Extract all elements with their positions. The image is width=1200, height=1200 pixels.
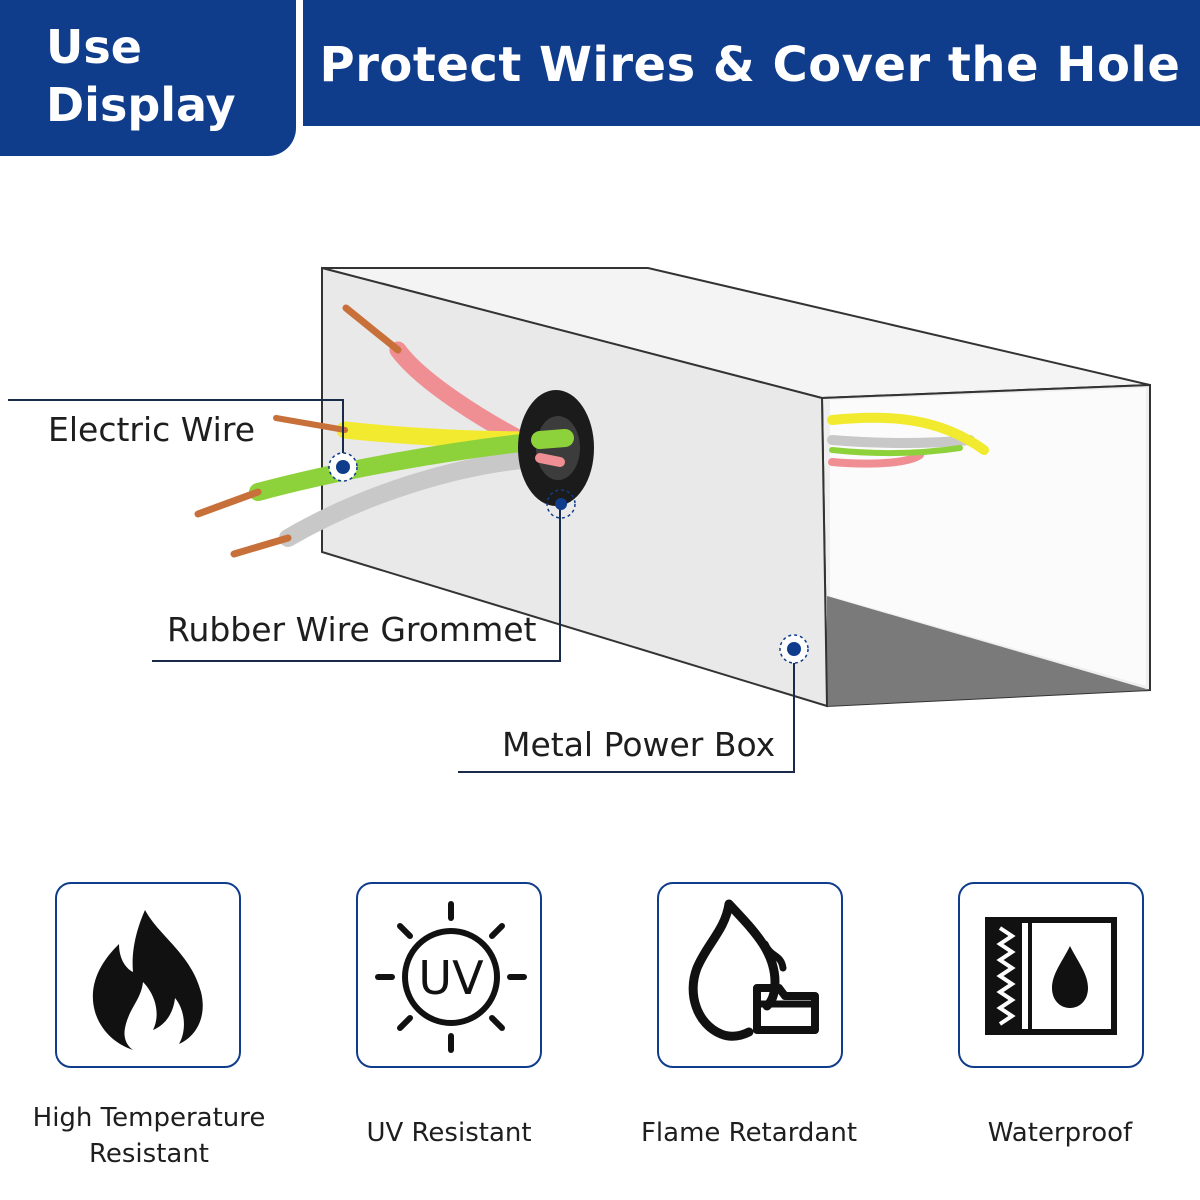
header-tab: Use Display — [0, 0, 296, 156]
feature-label-line1: High Temperature — [32, 1103, 266, 1133]
inner-wires — [827, 412, 989, 468]
callout-dots — [328, 452, 809, 664]
wire-grommet-diagram — [8, 266, 1151, 773]
fire-icon — [92, 910, 203, 1050]
water-drop-wall-icon — [985, 917, 1117, 1035]
feature-card-waterproof — [958, 882, 1144, 1068]
callout-electric-wire: Electric Wire — [48, 410, 255, 449]
header-tab-label: Use Display — [46, 18, 236, 134]
callout-rubber-wire-grommet: Rubber Wire Grommet — [167, 610, 537, 649]
feature-label-flame-retardant: Flame Retardant — [640, 1118, 858, 1148]
feature-card-flame-retardant — [657, 882, 843, 1068]
uv-sun-icon: UV — [375, 901, 527, 1053]
feature-label-line2: Resistant — [88, 1139, 209, 1169]
box-interior-shadow — [827, 596, 1150, 706]
page-title: Protect Wires & Cover the Hole — [319, 37, 1181, 93]
feature-label-waterproof: Waterproof — [987, 1118, 1133, 1148]
callout-lines — [8, 399, 795, 773]
feature-card-high-temperature — [55, 882, 241, 1068]
tab-label-line1: Use — [46, 20, 142, 74]
feature-label-uv: UV Resistant — [366, 1118, 532, 1148]
flame-folder-icon — [688, 899, 819, 1041]
uv-icon-text: UV — [418, 951, 484, 1005]
rubber-grommet — [518, 390, 594, 506]
callout-metal-power-box: Metal Power Box — [502, 725, 776, 764]
feature-card-uv: UV — [356, 882, 542, 1068]
tab-label-line2: Display — [46, 78, 236, 132]
feature-label-high-temperature: High Temperature Resistant — [0, 1100, 299, 1172]
